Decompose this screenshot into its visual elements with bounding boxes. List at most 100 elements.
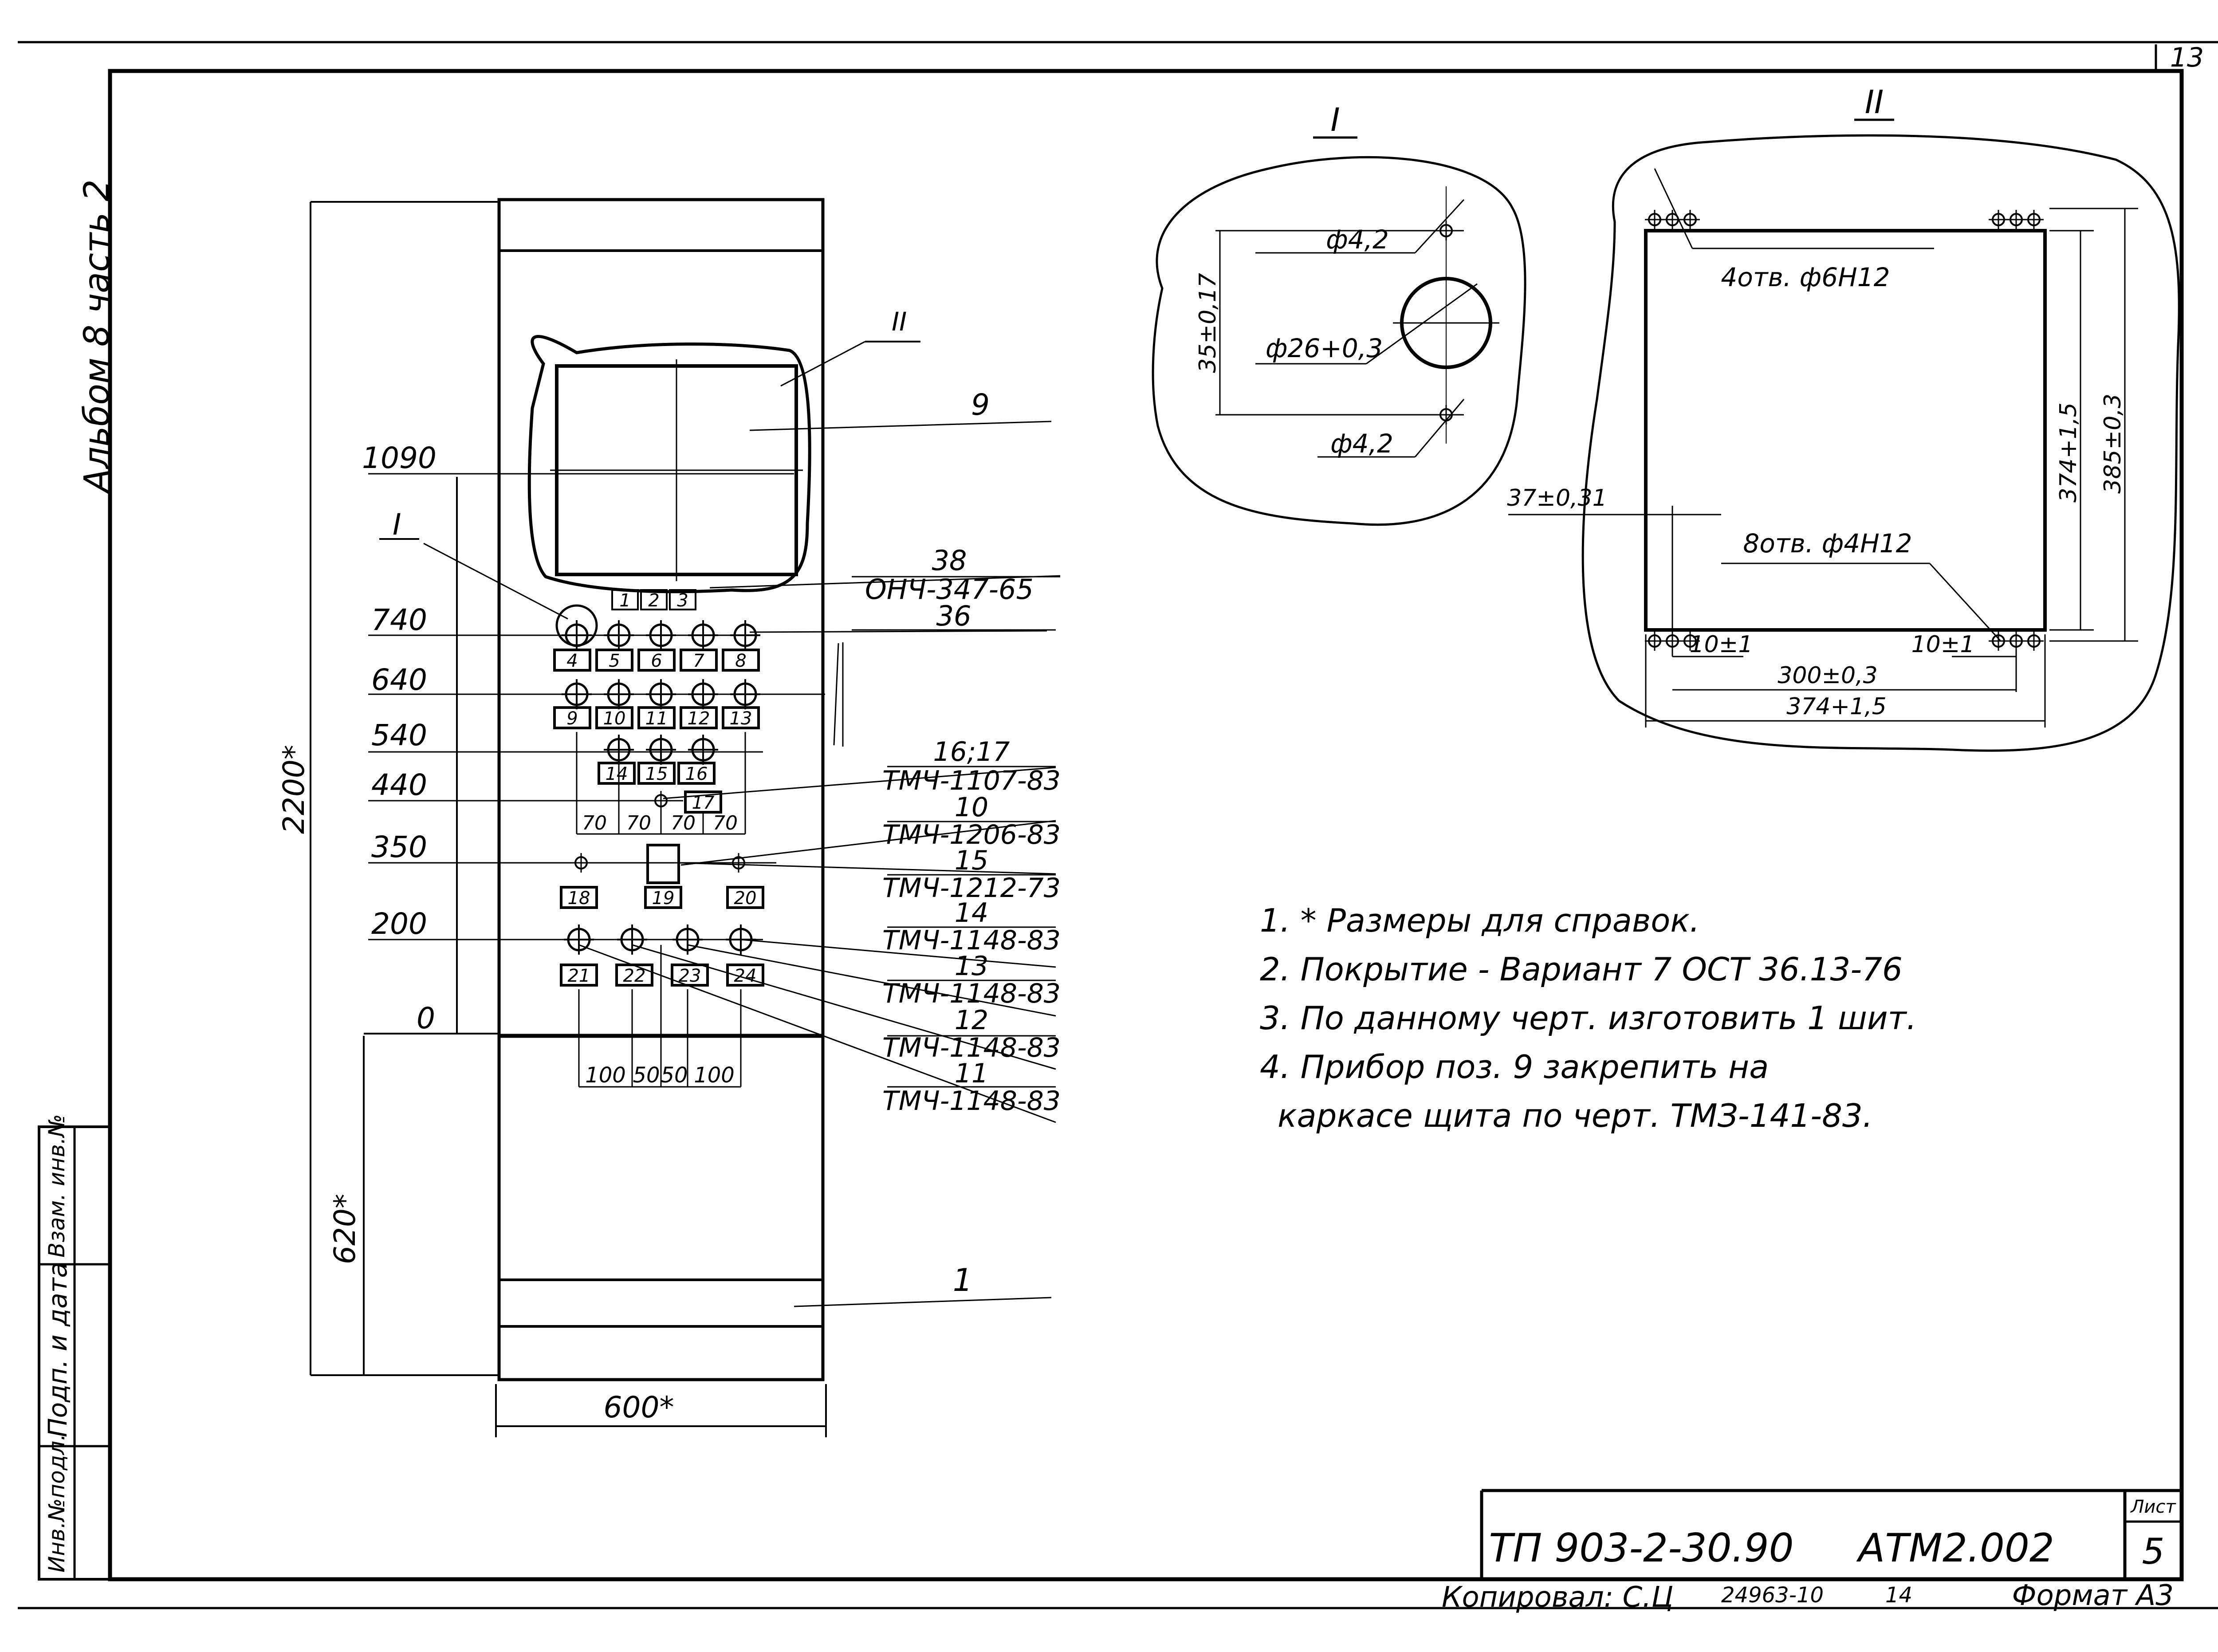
level-540: 540	[371, 718, 427, 752]
detail-2-dim-height-1: 374+1,5	[2055, 402, 2082, 503]
detail-1-hole-top: ф4,2	[1326, 224, 1389, 255]
spacing-dimensions	[576, 732, 746, 1088]
detail-2-dim-10-right: 10±1	[1911, 631, 1975, 658]
device-label-12: 12	[688, 708, 710, 729]
detail-2-dim-10-left: 10±1	[1690, 631, 1753, 658]
note-5: каркасе щита по черт. ТМЗ-141-83.	[1278, 1097, 1873, 1134]
dim-width: 600*	[604, 1390, 674, 1424]
callout-pos-13: 13	[955, 951, 988, 982]
overall-dimensions	[310, 201, 827, 1437]
device-label-1: 1	[619, 590, 630, 611]
spacing-top-3: 70	[671, 812, 696, 834]
side-stamp: Инв.№подл. Подп. и дата Взам. инв.№	[38, 1114, 111, 1581]
spacing-bottom-1: 100	[585, 1063, 626, 1088]
detail-2-dim-left: 37±0,31	[1507, 485, 1607, 511]
detail-2-title: II	[1865, 83, 1884, 121]
detail-2-holes-lower: 8отв. ф4Н12	[1743, 528, 1912, 559]
dim-height-overall: 2200*	[277, 745, 311, 834]
drawing-frame	[18, 41, 2218, 1609]
stamp-field-sign: Подп. и дата	[43, 1262, 73, 1437]
spacing-top-2: 70	[626, 812, 651, 834]
callout-doc-13: ТМЧ-1148-83	[882, 978, 1061, 1009]
callout-leaders	[578, 421, 1061, 1307]
callout-doc-16-17: ТМЧ-1107-83	[882, 765, 1061, 796]
footer-number: 14	[1885, 1583, 1912, 1608]
device-label-22: 22	[623, 966, 646, 986]
paper-format: Формат А3	[2012, 1579, 2174, 1612]
view-ref-2: II	[892, 307, 907, 337]
device-label-20: 20	[734, 888, 757, 909]
device-label-8: 8	[735, 651, 746, 671]
device-label-boxes	[553, 589, 764, 987]
sheet-value: 5	[2142, 1531, 2165, 1572]
device-label-7: 7	[693, 651, 704, 671]
level-640: 640	[371, 663, 427, 697]
stamp-field-replace: Взам. инв.№	[44, 1114, 70, 1258]
callout-pos-12: 12	[955, 1005, 988, 1036]
device-label-11: 11	[645, 708, 668, 729]
device-label-14: 14	[606, 764, 628, 784]
level-marks	[368, 473, 825, 1034]
device-label-21: 21	[568, 966, 590, 986]
sheet-number: 13	[2170, 42, 2204, 73]
callout-doc-38: ОНЧ-347-65	[865, 573, 1034, 606]
callout-pos-16-17: 16;17	[933, 736, 1010, 767]
callout-pos-11: 11	[955, 1058, 988, 1089]
device-label-9: 9	[566, 708, 578, 729]
device-label-2: 2	[648, 590, 659, 611]
doc-code: ТП 903-2-30.90	[1489, 1525, 1793, 1571]
level-740: 740	[371, 603, 427, 637]
detail-2-dim-height-2: 385±0,3	[2100, 393, 2126, 494]
detail-2-dim-width-1: 300±0,3	[1778, 662, 1878, 689]
device-label-18: 18	[568, 888, 590, 909]
callout-pos-14: 14	[955, 897, 988, 928]
spacing-top-4: 70	[713, 812, 738, 834]
detail-1-hole-bottom: ф4,2	[1330, 429, 1393, 459]
device-label-5: 5	[609, 651, 620, 671]
level-0: 0	[417, 1001, 435, 1035]
device-label-6: 6	[651, 651, 662, 671]
note-3: 3. По данному черт. изготовить 1 шит.	[1260, 999, 1916, 1037]
device-label-13: 13	[730, 708, 752, 729]
detail-2-dim-width-2: 374+1,5	[1786, 693, 1887, 720]
designation: АТМ2.002	[1856, 1525, 2054, 1571]
spacing-bottom-3: 50	[661, 1063, 688, 1088]
album-label: Альбом 8 часть 2	[77, 179, 117, 495]
callout-doc-12: ТМЧ-1148-83	[882, 1032, 1061, 1063]
stamp-field-inv: Инв.№подл.	[44, 1434, 70, 1573]
dim-lower-height: 620*	[328, 1194, 362, 1264]
callout-pos-36: 36	[936, 600, 971, 632]
callout-pos-10: 10	[955, 792, 988, 823]
detail-1-hole-large: ф26+0,3	[1266, 333, 1383, 363]
spacing-bottom-2: 50	[633, 1063, 660, 1088]
detail-1	[1152, 136, 1526, 526]
callout-doc-15: ТМЧ-1212-73	[882, 873, 1061, 904]
callout-pos-1: 1	[953, 1262, 973, 1298]
title-block	[1480, 1489, 2182, 1579]
level-1090: 1090	[362, 441, 437, 475]
device-label-19: 19	[652, 888, 675, 909]
detail-2	[1508, 118, 2180, 752]
callout-doc-10: ТМЧ-1206-83	[882, 819, 1061, 850]
device-label-10: 10	[603, 708, 626, 729]
device-label-4: 4	[566, 651, 578, 671]
note-1: 1. * Размеры для справок.	[1260, 902, 1700, 939]
detail-1-spacing: 35±0,17	[1195, 273, 1221, 373]
level-200: 200	[371, 907, 427, 941]
callout-pos-38: 38	[932, 544, 967, 577]
device-label-16: 16	[685, 764, 708, 784]
device-label-15: 15	[645, 764, 668, 784]
note-2: 2. Покрытие - Вариант 7 ОСТ 36.13-76	[1260, 951, 1903, 988]
device-label-3: 3	[677, 590, 688, 611]
level-350: 350	[371, 830, 427, 864]
sheet-label: Лист	[2130, 1497, 2176, 1517]
spacing-top-1: 70	[582, 812, 607, 834]
detail-1-title: I	[1330, 101, 1340, 138]
order-number: 24963-10	[1721, 1583, 1824, 1608]
notes: 1. * Размеры для справок. 2. Покрытие - …	[1260, 902, 1916, 1134]
copied-by: Копировал: С.Ц	[1442, 1581, 1673, 1614]
callout-pos-15: 15	[955, 845, 988, 876]
level-440: 440	[371, 768, 427, 802]
callout-pos-9: 9	[971, 388, 990, 422]
